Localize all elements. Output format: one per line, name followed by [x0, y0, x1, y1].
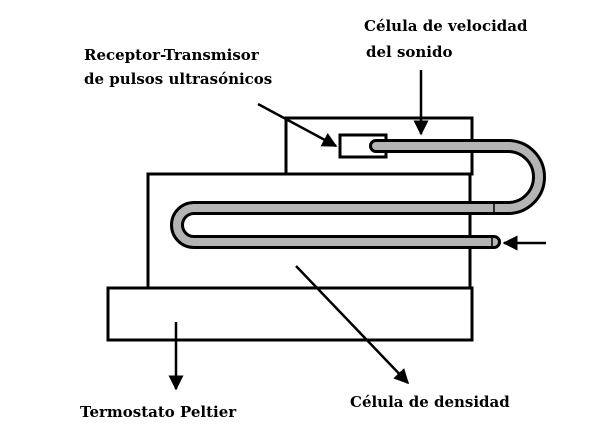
density-cell-label: Célula de densidad: [350, 393, 510, 411]
speed-cell-label-line1: Célula de velocidad: [364, 17, 528, 35]
peltier-thermostat-block: [106, 286, 474, 342]
transducer-label-line2: de pulsos ultrasónicos: [84, 70, 272, 88]
transducer-arrow: [257, 102, 338, 148]
u-tube-interior: [173, 142, 543, 246]
speed-cell-label-line2: del sonido: [366, 43, 453, 61]
density-cell-arrow: [295, 265, 410, 385]
thermostat-label: Termostato Peltier: [80, 403, 237, 421]
density-cell-block: [146, 172, 472, 290]
transducer-label-line1: Receptor-Transmisor: [84, 46, 260, 64]
